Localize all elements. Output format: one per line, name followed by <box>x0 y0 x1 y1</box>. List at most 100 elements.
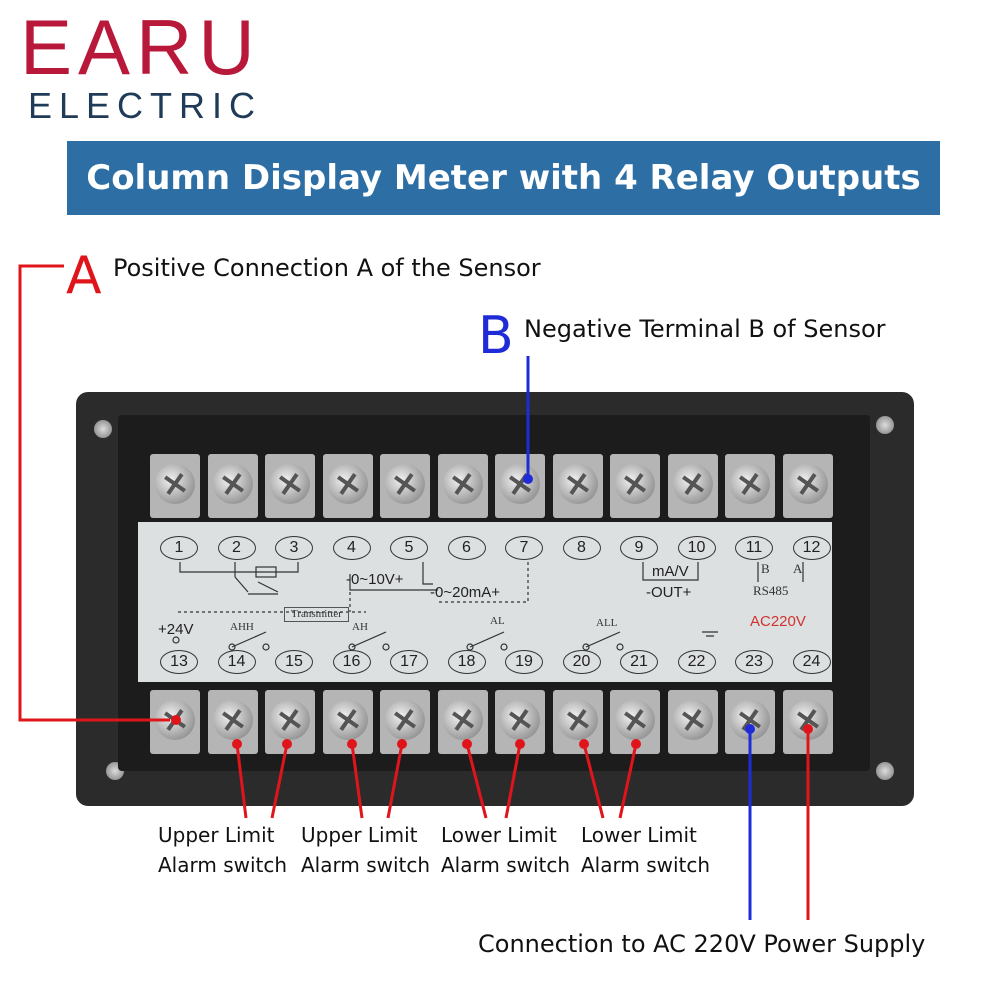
callout-b-text: Negative Terminal B of Sensor <box>524 315 886 343</box>
top-screw-row <box>150 452 840 520</box>
callout-a-text: Positive Connection A of the Sensor <box>113 254 541 282</box>
brand-logo: EARU <box>20 3 261 91</box>
screw-head-icon <box>672 700 713 740</box>
screw-head-icon <box>730 464 770 504</box>
alarm-label-line2: Alarm switch <box>441 853 571 877</box>
terminal-screw <box>437 454 488 518</box>
current-range-label: -0~20mA+ <box>430 584 501 601</box>
plus24v-label: +24V <box>158 621 194 638</box>
alarm-label-line1: Upper Limit <box>158 823 275 847</box>
terminal-screw <box>265 454 315 518</box>
screw-head-icon <box>155 464 195 504</box>
terminal-dot <box>745 724 755 734</box>
terminal-number: 5 <box>390 536 428 560</box>
terminal-number: 11 <box>735 536 773 560</box>
terminal-screw <box>552 690 603 754</box>
terminal-dot <box>579 739 589 749</box>
bottom-screw-row <box>150 688 840 760</box>
screw-head-icon <box>787 700 828 740</box>
terminal-screw <box>380 454 430 518</box>
terminal-screw <box>782 690 833 754</box>
callout-a-letter: A <box>66 246 102 306</box>
alarm-label-line1: Lower Limit <box>441 823 557 847</box>
terminal-number: 18 <box>447 650 486 674</box>
terminal-dot <box>523 474 533 484</box>
ah-label: AH <box>352 621 368 633</box>
alarm-label-line1: Lower Limit <box>581 823 697 847</box>
screw-head-icon <box>442 700 483 740</box>
plate-lines <box>172 562 804 651</box>
screw-head-icon <box>212 700 253 740</box>
al-label: AL <box>490 615 505 627</box>
terminal-number: 21 <box>620 650 658 674</box>
terminal-screw <box>552 454 603 518</box>
title-banner <box>67 141 940 215</box>
terminal-dot <box>631 739 641 749</box>
terminal-number: 7 <box>505 536 543 560</box>
terminal-screw <box>207 454 258 518</box>
terminal-number: 4 <box>332 536 371 560</box>
screw-head-icon <box>557 700 598 740</box>
out-label: -OUT+ <box>646 584 692 601</box>
corner-screw <box>94 420 112 438</box>
screw-head-icon <box>615 700 655 740</box>
voltage-range-label: -0~10V+ <box>346 571 404 588</box>
terminal-dot <box>232 739 242 749</box>
terminal-screw <box>495 690 545 754</box>
terminal-dot <box>397 739 407 749</box>
screw-head-icon <box>385 464 425 504</box>
terminal-number: 6 <box>447 536 486 560</box>
terminal-screw <box>725 454 775 518</box>
screw-head-icon <box>500 700 540 740</box>
alarm-label-line2: Alarm switch <box>581 853 711 877</box>
screw-head-icon <box>615 464 655 504</box>
terminal-number: 24 <box>792 650 831 674</box>
terminal-dot <box>462 739 472 749</box>
power-callout-text: Connection to AC 220V Power Supply <box>478 930 926 958</box>
terminal-dot <box>515 739 525 749</box>
terminal-number: 14 <box>217 650 256 674</box>
screw-head-icon <box>442 464 483 504</box>
screw-head-icon <box>385 700 425 740</box>
terminal-screw <box>667 454 718 518</box>
terminal-screw <box>667 690 718 754</box>
terminal-screw <box>725 690 775 754</box>
ma-v-label: mA/V <box>652 563 689 580</box>
terminal-screw <box>322 454 373 518</box>
terminal-number: 23 <box>735 650 773 674</box>
terminal-screw <box>437 690 488 754</box>
corner-screw <box>876 416 894 434</box>
alarm-label-4: Lower Limit Alarm switch <box>581 820 710 880</box>
screw-head-icon <box>270 464 310 504</box>
terminal-dot <box>803 724 813 734</box>
terminal-number: 3 <box>275 536 313 560</box>
terminal-number: 13 <box>160 650 198 674</box>
screw-head-icon <box>730 700 770 740</box>
ac220v-label: AC220V <box>750 613 806 630</box>
screw-head-icon <box>500 464 540 504</box>
terminal-number: 16 <box>332 650 371 674</box>
terminal-number: 12 <box>792 536 831 560</box>
page-title: Column Display Meter with 4 Relay Output… <box>86 158 921 198</box>
screw-head-icon <box>672 464 713 504</box>
alarm-label-line2: Alarm switch <box>158 853 288 877</box>
rs485-a-label: A <box>793 561 803 576</box>
screw-head-icon <box>327 700 368 740</box>
ahh-label: AHH <box>230 621 254 633</box>
corner-screw <box>876 762 894 780</box>
terminal-number: 15 <box>275 650 313 674</box>
screw-head-icon <box>270 700 310 740</box>
rs485-b-label: B <box>761 561 770 576</box>
screw-head-icon <box>557 464 598 504</box>
alarm-label-2: Upper Limit Alarm switch <box>301 820 430 880</box>
alarm-label-line1: Upper Limit <box>301 823 418 847</box>
callout-b-letter: B <box>478 306 514 366</box>
terminal-screw <box>207 690 258 754</box>
terminal-number: 19 <box>505 650 543 674</box>
terminal-number: 2 <box>217 536 256 560</box>
alarm-label-line2: Alarm switch <box>301 853 431 877</box>
alarm-label-1: Upper Limit Alarm switch <box>158 820 287 880</box>
alarm-label-3: Lower Limit Alarm switch <box>441 820 570 880</box>
terminal-dot <box>347 739 357 749</box>
